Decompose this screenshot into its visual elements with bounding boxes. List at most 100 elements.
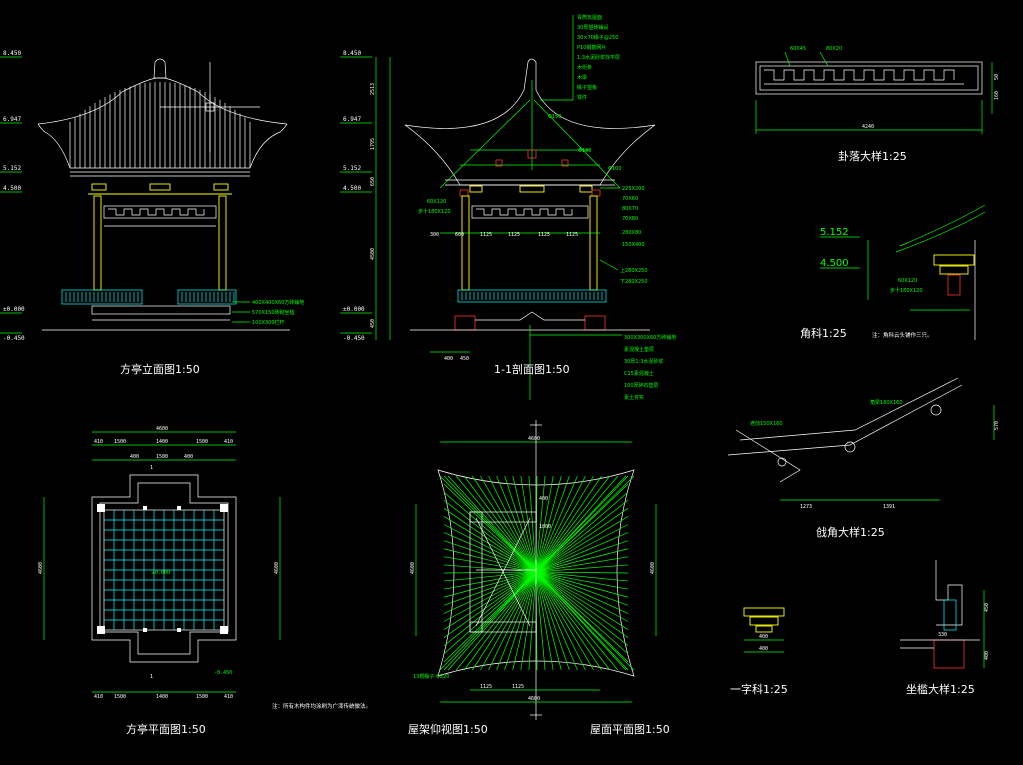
roof-rafter: [535, 556, 629, 573]
roof-rafter: [447, 475, 537, 573]
roof-rafter: [535, 540, 629, 573]
elev-callout-3: 100X300栏杆: [252, 319, 285, 326]
qj-call-1: 角梁180X160: [870, 399, 903, 406]
roof-rafter: [535, 571, 629, 671]
qiang-jiao-title: 戗角大样1:25: [816, 525, 885, 539]
yi-zi-ke-title: 一字科1:25: [730, 682, 788, 696]
roof-rafter: [520, 475, 537, 573]
roof-rafter: [488, 571, 537, 671]
roof-rafter: [443, 564, 537, 573]
roof-rafter: [447, 571, 537, 671]
plan-floor-level: ±0.000: [152, 570, 170, 576]
roof-plan-title: 屋面平面图1:50: [590, 723, 670, 736]
roof-rafter: [535, 571, 629, 598]
elev-level-3: 5.152: [3, 165, 21, 172]
sec-level-2: 6.947: [343, 116, 361, 123]
roof-rafter: [535, 532, 629, 573]
roof-rafter: [443, 571, 537, 638]
roof-frame-callout: 13根椽子 Φ220: [413, 673, 449, 680]
roof-rafter: [535, 571, 629, 622]
qj-dim-2: 1391: [883, 504, 895, 510]
qiang-jiao-detail: 1273 1391 570 角梁180X160 老戗150X160 戗角大样1:…: [727, 377, 1000, 539]
sec-call-r4: 225X200: [622, 186, 645, 192]
roof-rafter: [480, 475, 537, 573]
sec-call-t5: 1:3水泥砂浆找平层: [577, 54, 620, 61]
sec-call-t3: 30×70椽子@250: [577, 34, 618, 41]
jk-level-2: 4.500: [820, 258, 849, 269]
plan-dim-r2-4: 1500: [196, 439, 208, 445]
roof-rafter: [472, 475, 537, 573]
zk-dim-3: 400: [984, 651, 990, 660]
roof-drawing: 4600 4600 4600 400 1800 1125 1125 4600 1…: [408, 420, 670, 736]
plan-dim-r2-3: 1400: [156, 439, 168, 445]
elev-callout-2: 570X150砖砌坐槛: [252, 309, 295, 316]
sec-call-r2: Φ180: [578, 148, 591, 154]
roof-rafter: [535, 571, 629, 630]
yi-zi-ke-detail: 400 400 一字科1:25: [730, 607, 788, 696]
roof-rafter: [535, 475, 570, 573]
plan-drawing: 4600 410 1500 1400 1500 410 400 1500 400…: [38, 426, 371, 736]
sec-dim-v2: 1795: [370, 138, 376, 150]
plan-outer-level: -0.450: [214, 670, 232, 676]
zk-dim-2: 450: [984, 603, 990, 612]
plan-dim-b1: 410: [94, 694, 103, 700]
roof-rafter: [443, 571, 537, 590]
gua-dim-total: 4240: [862, 124, 874, 130]
roof-rafter: [535, 571, 578, 671]
roof-rafter: [535, 475, 594, 573]
roof-rafter: [455, 571, 537, 671]
roof-rafter: [443, 491, 537, 573]
plan-dim-r3-2: 1500: [156, 454, 168, 460]
sec-call-l2: 步十180X120: [418, 208, 451, 215]
roof-rafter: [443, 571, 537, 598]
sec-call-r9: 150X400: [622, 242, 645, 248]
jk-call-1: 60X120: [898, 278, 917, 284]
roof-rafter: [496, 475, 537, 573]
plan-cut-top: 1: [150, 465, 153, 471]
sec-bay-3: 1125: [480, 232, 492, 238]
qj-dim-r: 570: [994, 421, 1000, 430]
gua-dim-r2: 160: [994, 91, 1000, 100]
roof-rafter: [535, 571, 629, 590]
roof-rafter: [535, 571, 629, 655]
jiao-ke-note: 注：角科云头铺作三只。: [872, 331, 933, 339]
roof-rafter: [443, 508, 537, 573]
roof-rafter: [535, 548, 629, 573]
roof-rafter: [535, 475, 562, 573]
gua-luo-title: 卦落大样1:25: [838, 149, 907, 163]
roof-rafter: [439, 571, 537, 671]
plan-dim-b5: 410: [224, 694, 233, 700]
roof-rafter: [535, 475, 578, 573]
plan-title: 方亭平面图1:50: [126, 722, 206, 736]
sec-call-l1: 60X120: [427, 199, 446, 205]
yizi-dim-1: 400: [759, 634, 768, 640]
plan-dim-top: 4600: [156, 426, 168, 432]
gua-luo-detail: 4240 50 160 60X45 80X20 卦落大样1:25: [755, 46, 1000, 163]
roof-rafter: [535, 491, 629, 573]
roof-rafter: [535, 571, 629, 638]
jk-level-1: 5.152: [820, 227, 849, 238]
sec-level-3: 5.152: [343, 165, 361, 172]
sec-call-t1: 青筒瓦屋面: [577, 14, 602, 21]
sec-call-t8: 椽子望板: [577, 84, 597, 91]
sec-level-1: 8.450: [343, 50, 361, 57]
sec-dim-v5: 450: [370, 319, 376, 328]
roof-rafter: [488, 475, 537, 573]
roof-rafter: [535, 571, 629, 614]
sec-base-3: 30厚1:3水泥砂浆: [624, 358, 663, 365]
sec-call-r3: Φ100: [608, 166, 621, 172]
section-drawing: 8.450 6.947 5.152 4.500 ±0.000 -0.450 25…: [340, 14, 676, 401]
zuo-kan-title: 坐槛大样1:25: [906, 682, 975, 696]
elev-level-2: 6.947: [3, 116, 21, 123]
roof-center-1: 400: [539, 496, 548, 502]
roof-rafter: [535, 475, 635, 573]
roof-rafter: [512, 475, 537, 573]
plan-dim-side-r: 4600: [274, 562, 280, 574]
roof-rafter: [443, 532, 537, 573]
roof-rafter: [504, 475, 537, 573]
sec-dim-v3: 650: [370, 177, 376, 186]
gua-call-1: 60X45: [790, 46, 806, 52]
roof-dim-b-total: 4600: [528, 696, 540, 702]
sec-call-r8: 280X80: [622, 230, 641, 236]
